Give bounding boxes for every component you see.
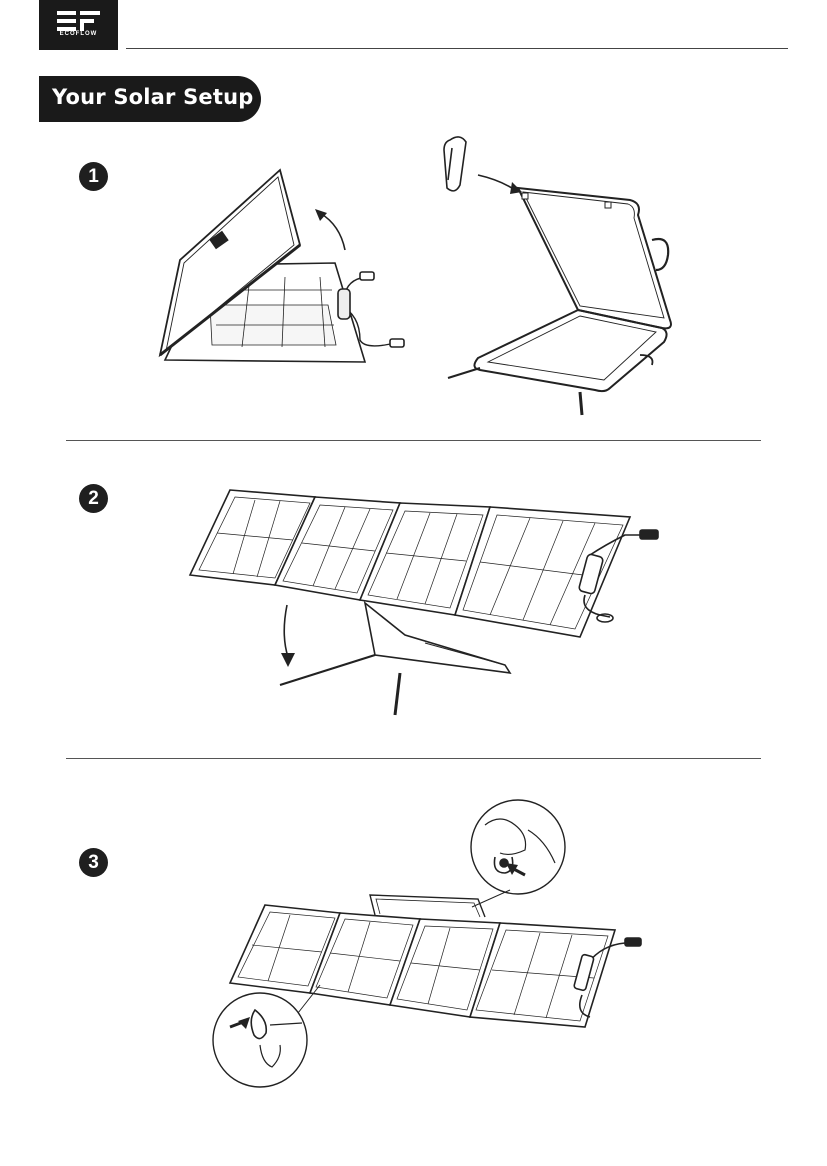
step-3-badge: 3 [79, 848, 108, 877]
header-rule [126, 48, 788, 49]
section-title-banner: Your Solar Setup [39, 76, 261, 122]
step-3-carabiner-mount-illustration [212, 799, 642, 1088]
step-1-kickstand-illustration [443, 136, 672, 416]
ecoflow-logo: ECOFLOW [39, 0, 118, 50]
step-2-badge: 2 [79, 484, 108, 513]
logo-wordmark: ECOFLOW [59, 31, 98, 37]
section-title: Your Solar Setup [52, 85, 254, 109]
ef-logo-icon [57, 11, 100, 31]
step-2-unfold-array-illustration [188, 489, 659, 716]
step-1-badge: 1 [79, 162, 108, 191]
step-divider-2 [66, 758, 761, 759]
step-1-unfold-illustration [158, 168, 405, 363]
step-divider-1 [66, 440, 761, 441]
